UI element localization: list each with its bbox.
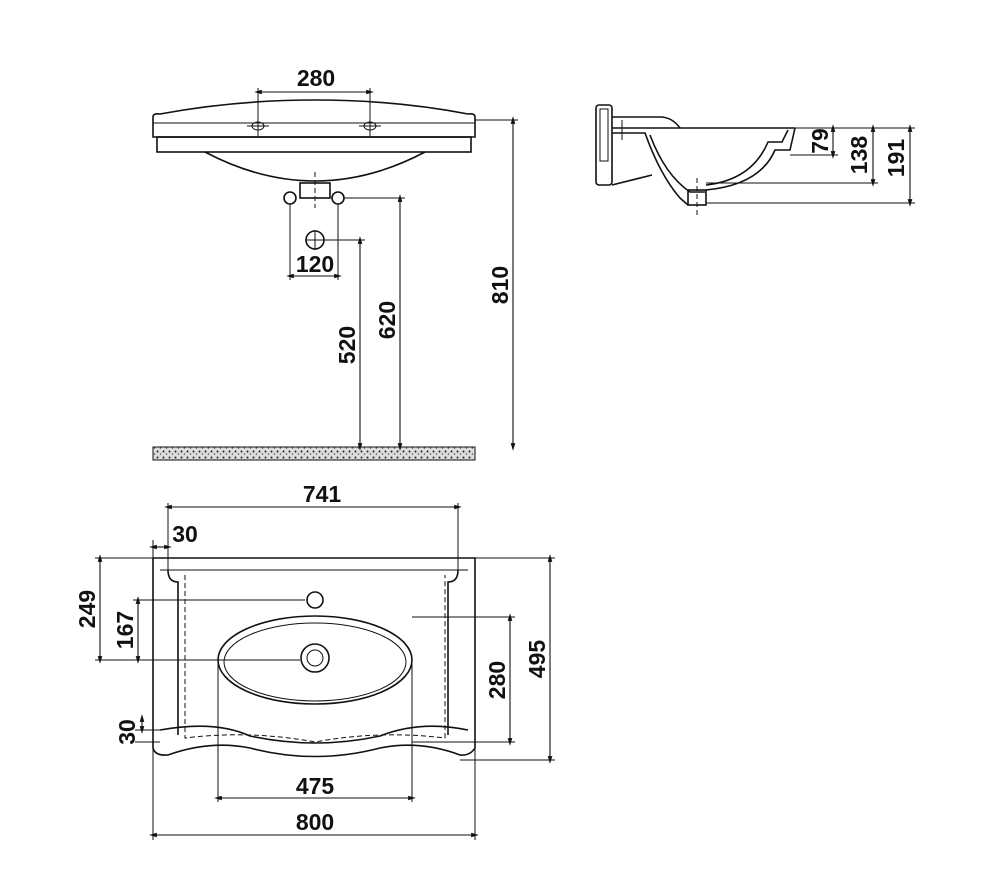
dim-supply-height: 620 [374, 301, 400, 339]
dim-bowl-width: 475 [296, 773, 335, 799]
side-view: 79 138 191 [595, 104, 915, 215]
dim-tap-hole-offset: 249 [74, 590, 100, 628]
floor [152, 446, 476, 461]
dim-total-width: 800 [296, 809, 334, 835]
dim-front-margin: 30 [114, 719, 140, 745]
dim-total-depth: 191 [883, 139, 909, 178]
dim-side-margin: 30 [172, 521, 198, 547]
dim-bowl-depth: 79 [807, 128, 833, 154]
top-view: 741 30 249 167 30 280 495 475 800 [74, 481, 555, 840]
dim-tap-spacing: 280 [297, 65, 335, 91]
dim-total-depth-top: 495 [524, 640, 550, 679]
dim-inner-width: 741 [303, 481, 342, 507]
dim-drain-offset: 167 [112, 611, 138, 649]
front-view: 280 120 520 620 810 [152, 65, 518, 461]
dim-trap-spacing: 120 [296, 251, 334, 277]
dim-rim-height: 810 [487, 266, 513, 304]
dim-waste-height: 520 [334, 326, 360, 364]
dim-bowl-depth-top: 280 [484, 661, 510, 699]
dim-inner-depth: 138 [846, 136, 872, 175]
